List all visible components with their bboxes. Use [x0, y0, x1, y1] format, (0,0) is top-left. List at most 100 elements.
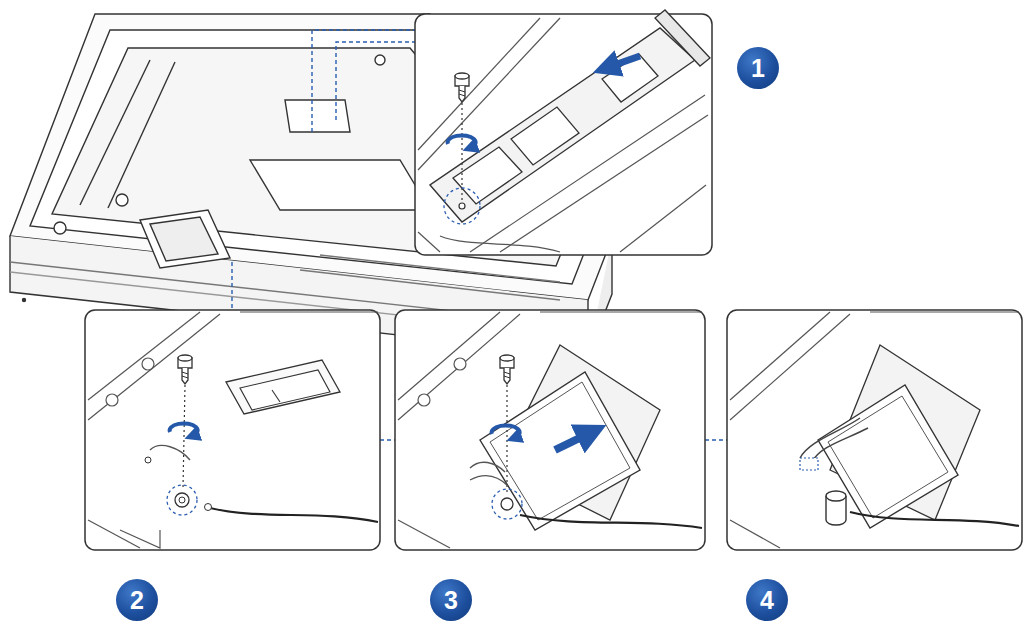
inset-standoff-part — [210, 508, 378, 522]
inset-wifi-fixed-part — [800, 458, 818, 470]
chassis-part — [54, 222, 66, 234]
inset-wifi-fixed-part-part — [730, 520, 780, 548]
inset-ssd-part — [655, 10, 710, 66]
chassis-part — [250, 160, 430, 210]
inset-ssd-part — [606, 56, 640, 68]
inset-wifi-fixed-part — [727, 310, 1022, 550]
inset-ssd-part — [459, 203, 465, 209]
guide-lines-part — [312, 30, 415, 132]
inset-wifi-insert-part — [506, 385, 507, 492]
inset-ssd-part — [418, 18, 708, 252]
guide-lines-part — [231, 262, 232, 310]
inset-wifi-insert-part — [470, 476, 508, 486]
inset-wifi-insert-part-part — [398, 312, 500, 400]
inset-wifi-insert-part — [520, 515, 702, 528]
inset-standoff-part-part — [106, 394, 118, 406]
inset-wifi-insert-part — [480, 372, 640, 530]
inset-wifi-fixed-part-part — [730, 314, 850, 420]
inset-wifi-insert-part-part — [398, 520, 450, 548]
inset-standoff-part — [272, 390, 280, 402]
inset-wifi-insert-part-part — [454, 358, 466, 370]
inset-wifi-insert-part — [501, 498, 513, 510]
callout-number: 4 — [760, 588, 774, 613]
inset-wifi-fixed-part — [818, 385, 958, 528]
inset-wifi-fixed-part-part — [730, 312, 830, 400]
inset-wifi-insert-part — [490, 382, 630, 520]
inset-ssd-part — [430, 28, 695, 222]
inset-wifi-fixed-part — [812, 428, 868, 462]
inset-ssd-part — [440, 236, 560, 252]
inset-standoff-part-part — [88, 312, 200, 400]
inset-ssd-part — [461, 98, 462, 200]
inset-ssd-part — [453, 147, 522, 204]
inset-standoff-part — [85, 310, 380, 550]
guide-lines-part — [336, 42, 415, 120]
inset-standoff — [85, 310, 380, 550]
inset-ssd-part — [511, 107, 579, 165]
inset-standoff-part — [167, 485, 197, 515]
inset-standoff-part — [178, 355, 192, 384]
chassis-part — [80, 60, 150, 205]
inset-ssd-part — [602, 54, 658, 102]
inset-ssd-part — [455, 73, 469, 102]
inset-standoff-part — [145, 457, 151, 463]
callout-circle: 3 — [430, 579, 472, 621]
callout-circle: 2 — [116, 579, 158, 621]
callout-number: 1 — [751, 56, 765, 81]
inset-wifi-insert-part — [555, 432, 592, 450]
inset-wifi-fixed-part-part — [870, 311, 1019, 312]
inset-wifi-insert — [395, 310, 705, 550]
callout-number: 2 — [130, 588, 144, 613]
inset-standoff-part — [175, 493, 189, 507]
inset-wifi-insert-part-part — [398, 314, 520, 420]
callout-circle: 1 — [737, 47, 779, 89]
inset-standoff-part — [205, 504, 212, 511]
chassis-part — [108, 62, 175, 208]
inset-wifi-fixed-part — [800, 418, 860, 458]
inset-ssd-part — [444, 188, 480, 224]
inset-ssd — [415, 10, 712, 255]
inset-standoff-part-part — [240, 311, 378, 312]
inset-standoff-part — [183, 385, 185, 488]
inset-wifi-insert-part — [500, 355, 514, 384]
inset-standoff-part — [240, 370, 330, 410]
inset-wifi-insert-part — [492, 425, 520, 438]
inset-wifi-fixed-part — [850, 512, 1019, 526]
chassis-part — [375, 55, 385, 65]
inset-ssd-part — [415, 14, 712, 255]
chassis-part — [300, 270, 560, 300]
callout-number: 3 — [444, 588, 458, 613]
chassis-part — [23, 299, 26, 302]
inset-standoff-part — [226, 360, 340, 414]
guide-lines-part — [380, 439, 395, 440]
inset-standoff-part — [88, 312, 378, 548]
inset-wifi-insert-part-part — [540, 311, 702, 312]
inset-ssd-part-part — [418, 232, 440, 252]
inset-wifi-insert-part — [398, 312, 702, 548]
chassis-part — [320, 255, 560, 282]
inset-standoff-part-part — [88, 520, 140, 548]
inset-standoff-part — [170, 423, 198, 436]
inset-standoff-part-part — [120, 530, 160, 548]
inset-standoff-part-part — [142, 358, 154, 370]
inset-wifi-insert-part — [492, 489, 522, 519]
inset-ssd-part-part — [620, 185, 706, 252]
inset-ssd-part — [448, 135, 476, 148]
chassis-part — [140, 210, 230, 268]
chassis-part — [285, 100, 350, 132]
inset-wifi-fixed-part — [730, 312, 1019, 548]
inset-standoff-part-part — [88, 314, 220, 420]
chassis-part — [116, 194, 128, 206]
chassis-part — [150, 217, 218, 261]
inset-standoff-part — [150, 445, 190, 460]
inset-wifi-insert-part-part — [418, 394, 430, 406]
inset-standoff-part — [179, 497, 185, 503]
inset-wifi-fixed — [727, 310, 1022, 550]
callout-circle: 4 — [746, 579, 788, 621]
guide-lines-part — [705, 439, 727, 440]
inset-wifi-insert-part — [470, 462, 505, 472]
